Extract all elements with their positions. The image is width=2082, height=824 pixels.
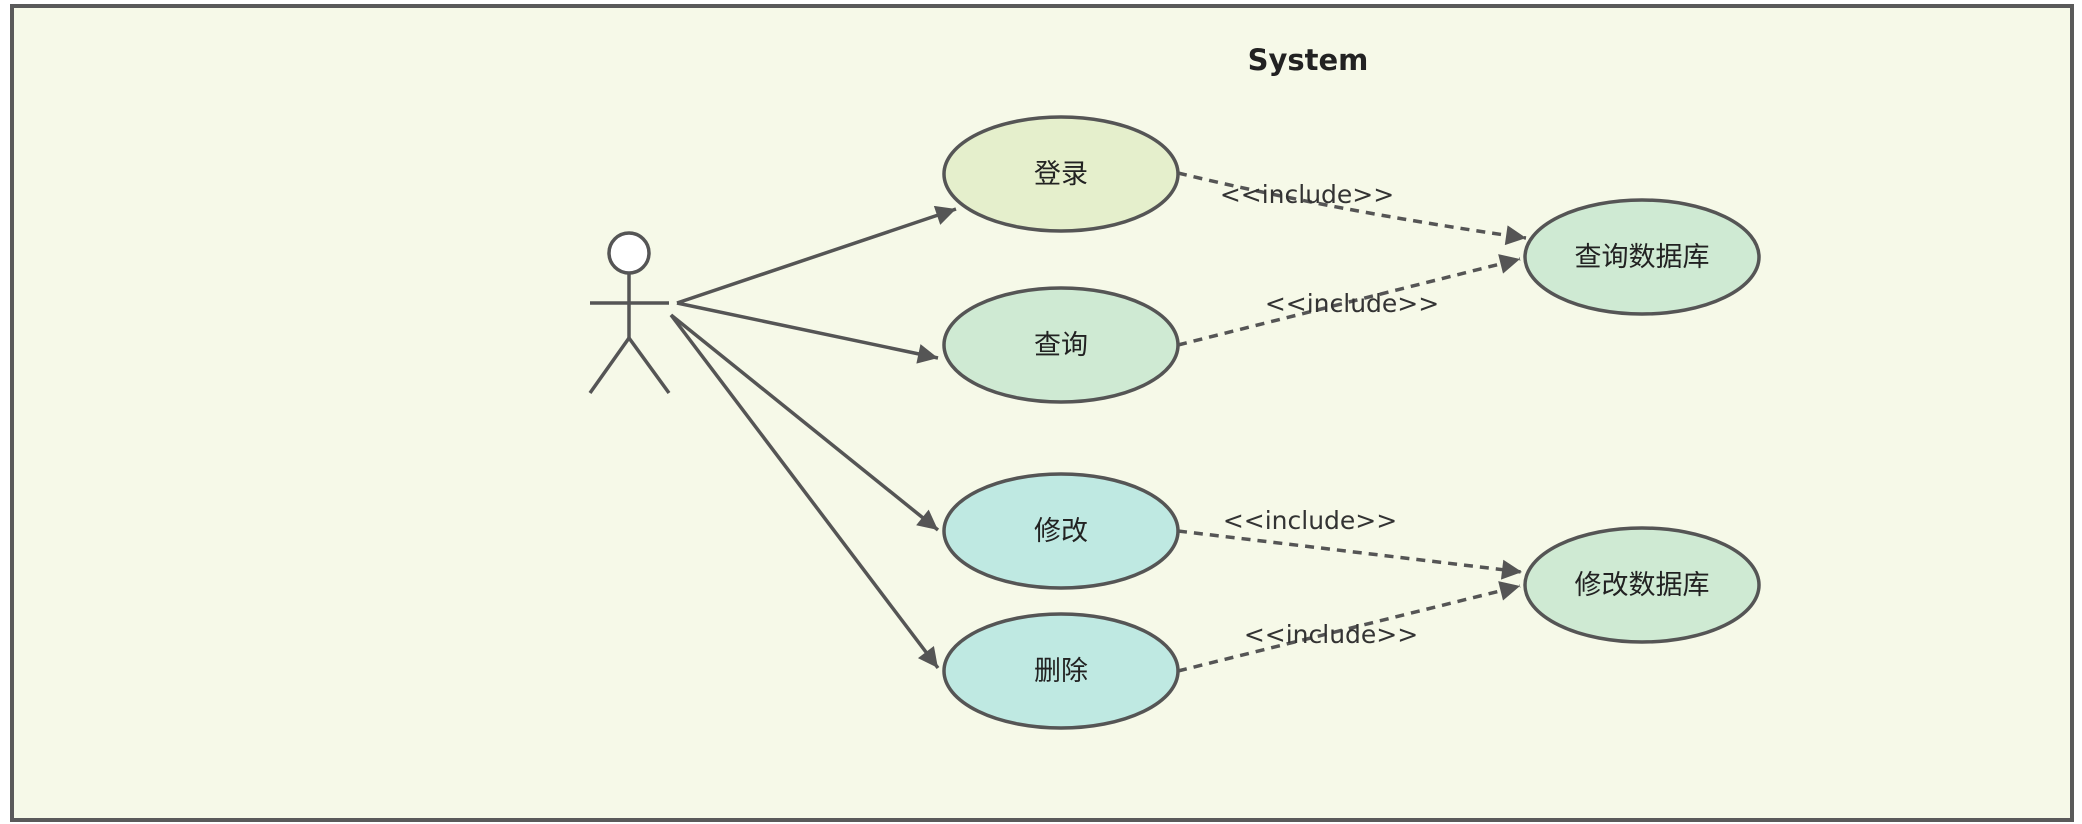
include-query-query-db <box>1177 254 1521 347</box>
association-modify <box>669 313 940 532</box>
use-case-delete-label: 删除 <box>1034 656 1088 687</box>
use-case-login-ellipse <box>942 115 1180 233</box>
use-case-query-db[interactable]: 查询数据库 <box>1523 198 1761 316</box>
use-case-delete[interactable]: 删除 <box>942 612 1180 730</box>
system-title: System <box>1248 43 1369 77</box>
actor-right-leg <box>627 336 671 395</box>
include-modify-modify-db <box>1177 529 1523 580</box>
use-case-login-label: 登录 <box>1034 159 1088 190</box>
include-label-modify: <<include>> <box>1223 506 1397 535</box>
use-case-modify-ellipse <box>942 472 1180 590</box>
use-case-modify[interactable]: 修改 <box>942 472 1180 590</box>
use-case-query-ellipse <box>942 286 1180 404</box>
use-case-modify-db-ellipse <box>1523 526 1761 644</box>
association-delete <box>669 313 940 670</box>
association-login <box>676 205 957 305</box>
include-label-query: <<include>> <box>1265 289 1439 318</box>
use-case-modify-db-label: 修改数据库 <box>1575 570 1710 601</box>
include-login-query-db <box>1177 171 1527 246</box>
include-label-login: <<include>> <box>1220 180 1394 209</box>
use-case-login[interactable]: 登录 <box>942 115 1180 233</box>
include-label-delete: <<include>> <box>1244 620 1418 649</box>
actor-head <box>607 231 651 275</box>
use-case-modify-db[interactable]: 修改数据库 <box>1523 526 1761 644</box>
use-case-query-db-label: 查询数据库 <box>1575 242 1710 273</box>
actor[interactable] <box>588 231 671 395</box>
use-case-modify-label: 修改 <box>1034 516 1088 547</box>
use-case-query[interactable]: 查询 <box>942 286 1180 404</box>
include-delete-modify-db <box>1177 581 1521 673</box>
use-case-query-label: 查询 <box>1034 330 1088 361</box>
association-query <box>676 301 939 364</box>
use-case-query-db-ellipse <box>1523 198 1761 316</box>
use-case-delete-ellipse <box>942 612 1180 730</box>
actor-left-leg <box>588 336 631 395</box>
